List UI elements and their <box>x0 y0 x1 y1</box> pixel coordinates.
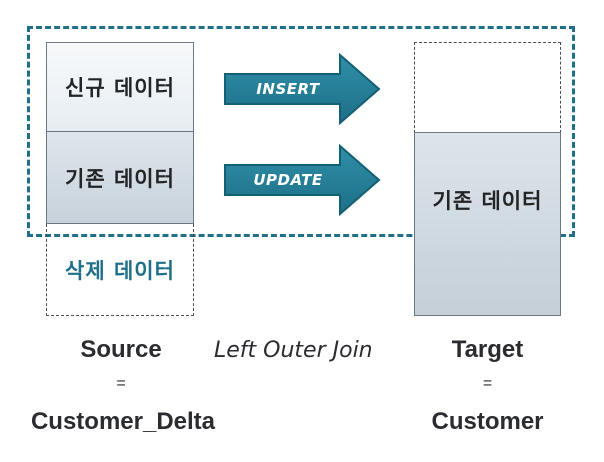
source-new-data-label: 신규 데이터 <box>65 76 175 100</box>
merge-scope-dashed-outline <box>27 26 575 237</box>
join-type-label: Left Outer Join <box>214 338 373 363</box>
insert-arrow-label: INSERT <box>256 80 321 98</box>
target-existing-data-box: 기존 데이터 <box>414 132 561 316</box>
target-empty-slot-box <box>414 42 561 133</box>
target-table-name: Customer <box>431 408 544 435</box>
insert-arrow: INSERT <box>224 52 381 126</box>
target-existing-data-label: 기존 데이터 <box>432 189 543 213</box>
target-caption: Target <box>451 336 524 363</box>
source-existing-data-box: 기존 데이터 <box>46 132 194 224</box>
source-equals-sign: = <box>116 375 126 392</box>
source-deleted-data-label: 삭제 데이터 <box>65 258 175 283</box>
source-deleted-data-box: 삭제 데이터 <box>46 224 194 316</box>
source-caption: Source <box>80 336 162 363</box>
source-table-name: Customer_Delta <box>30 408 216 435</box>
source-existing-data-label: 기존 데이터 <box>65 166 175 191</box>
target-equals-sign: = <box>482 375 493 392</box>
update-arrow-label: UPDATE <box>253 171 323 189</box>
update-arrow: UPDATE <box>224 143 381 217</box>
source-new-data-box: 신규 데이터 <box>46 42 194 132</box>
